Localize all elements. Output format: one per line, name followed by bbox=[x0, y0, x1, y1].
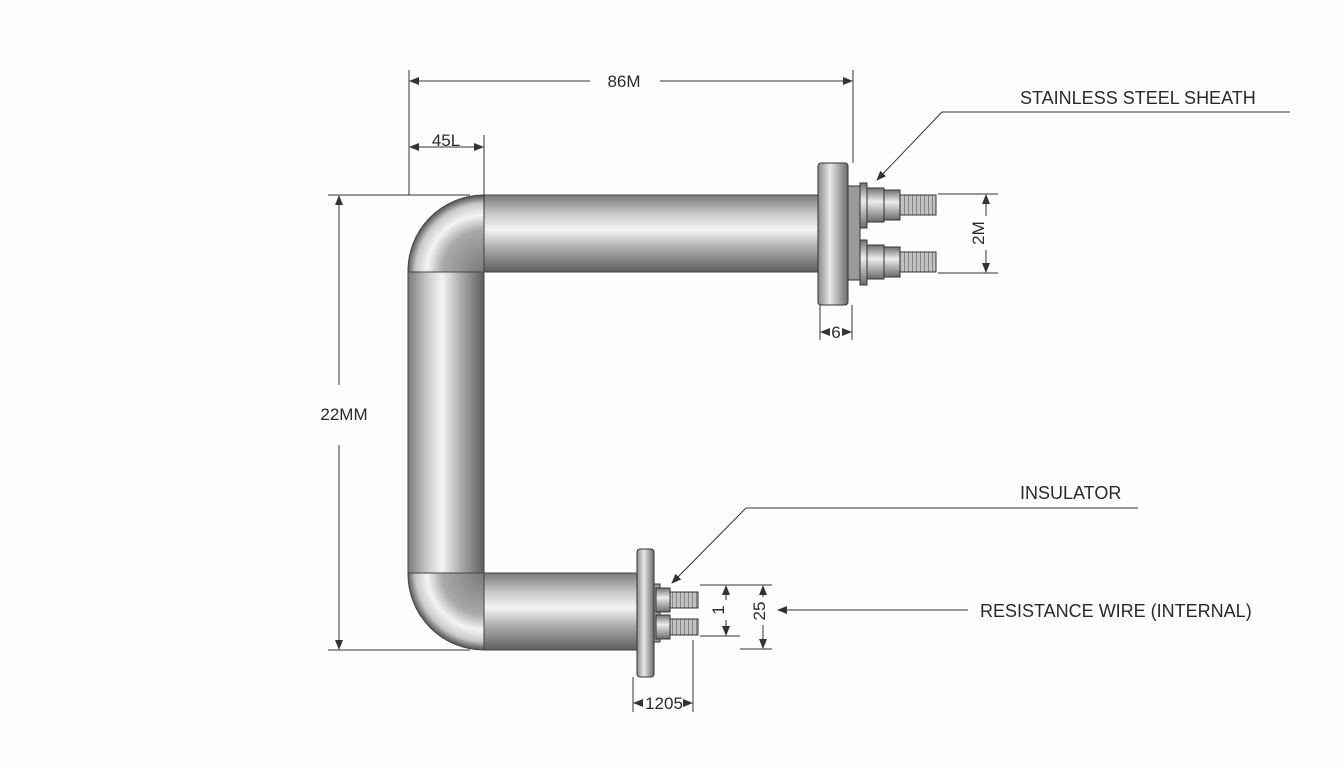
callout-resistance-wire: RESISTANCE WIRE (INTERNAL) bbox=[777, 601, 1252, 621]
tube-sheath bbox=[407, 194, 821, 651]
dimension-overall-length: 86M bbox=[408, 70, 854, 195]
callout-resistance-wire-label: RESISTANCE WIRE (INTERNAL) bbox=[980, 601, 1252, 621]
dim-label-terminal-spacing-top: 2M bbox=[969, 221, 988, 245]
dimension-terminal-spacing-bottom-inner: 1 bbox=[700, 584, 740, 637]
dim-label-bend-offset: 45L bbox=[432, 131, 460, 150]
dim-label-flange-thickness: 6 bbox=[831, 323, 840, 342]
dim-label-terminal-spacing-bottom-inner: 1 bbox=[709, 605, 728, 614]
dimension-bend-offset: 45L bbox=[409, 131, 485, 218]
callout-insulator: INSULATOR bbox=[671, 483, 1138, 584]
dim-label-overall-height: 22MM bbox=[320, 405, 367, 424]
dimension-flange-thickness: 6 bbox=[819, 305, 853, 342]
dimension-terminal-spacing-top: 2M bbox=[938, 193, 998, 274]
dimension-overall-height: 22MM bbox=[320, 194, 470, 651]
dimension-terminal-length-bottom: 1205 bbox=[632, 640, 694, 713]
top-terminal-assembly bbox=[817, 162, 937, 306]
callout-insulator-label: INSULATOR bbox=[1020, 483, 1121, 503]
callout-sheath: STAINLESS STEEL SHEATH bbox=[876, 88, 1290, 181]
dimension-terminal-spacing-bottom-outer: 25 bbox=[740, 584, 772, 650]
callout-sheath-label: STAINLESS STEEL SHEATH bbox=[1020, 88, 1256, 108]
dim-label-terminal-spacing-bottom-outer: 25 bbox=[750, 602, 769, 621]
bottom-terminal-assembly bbox=[636, 548, 699, 678]
dim-label-overall-length: 86M bbox=[607, 72, 640, 91]
dim-label-terminal-length-bottom: 1205 bbox=[645, 694, 683, 713]
